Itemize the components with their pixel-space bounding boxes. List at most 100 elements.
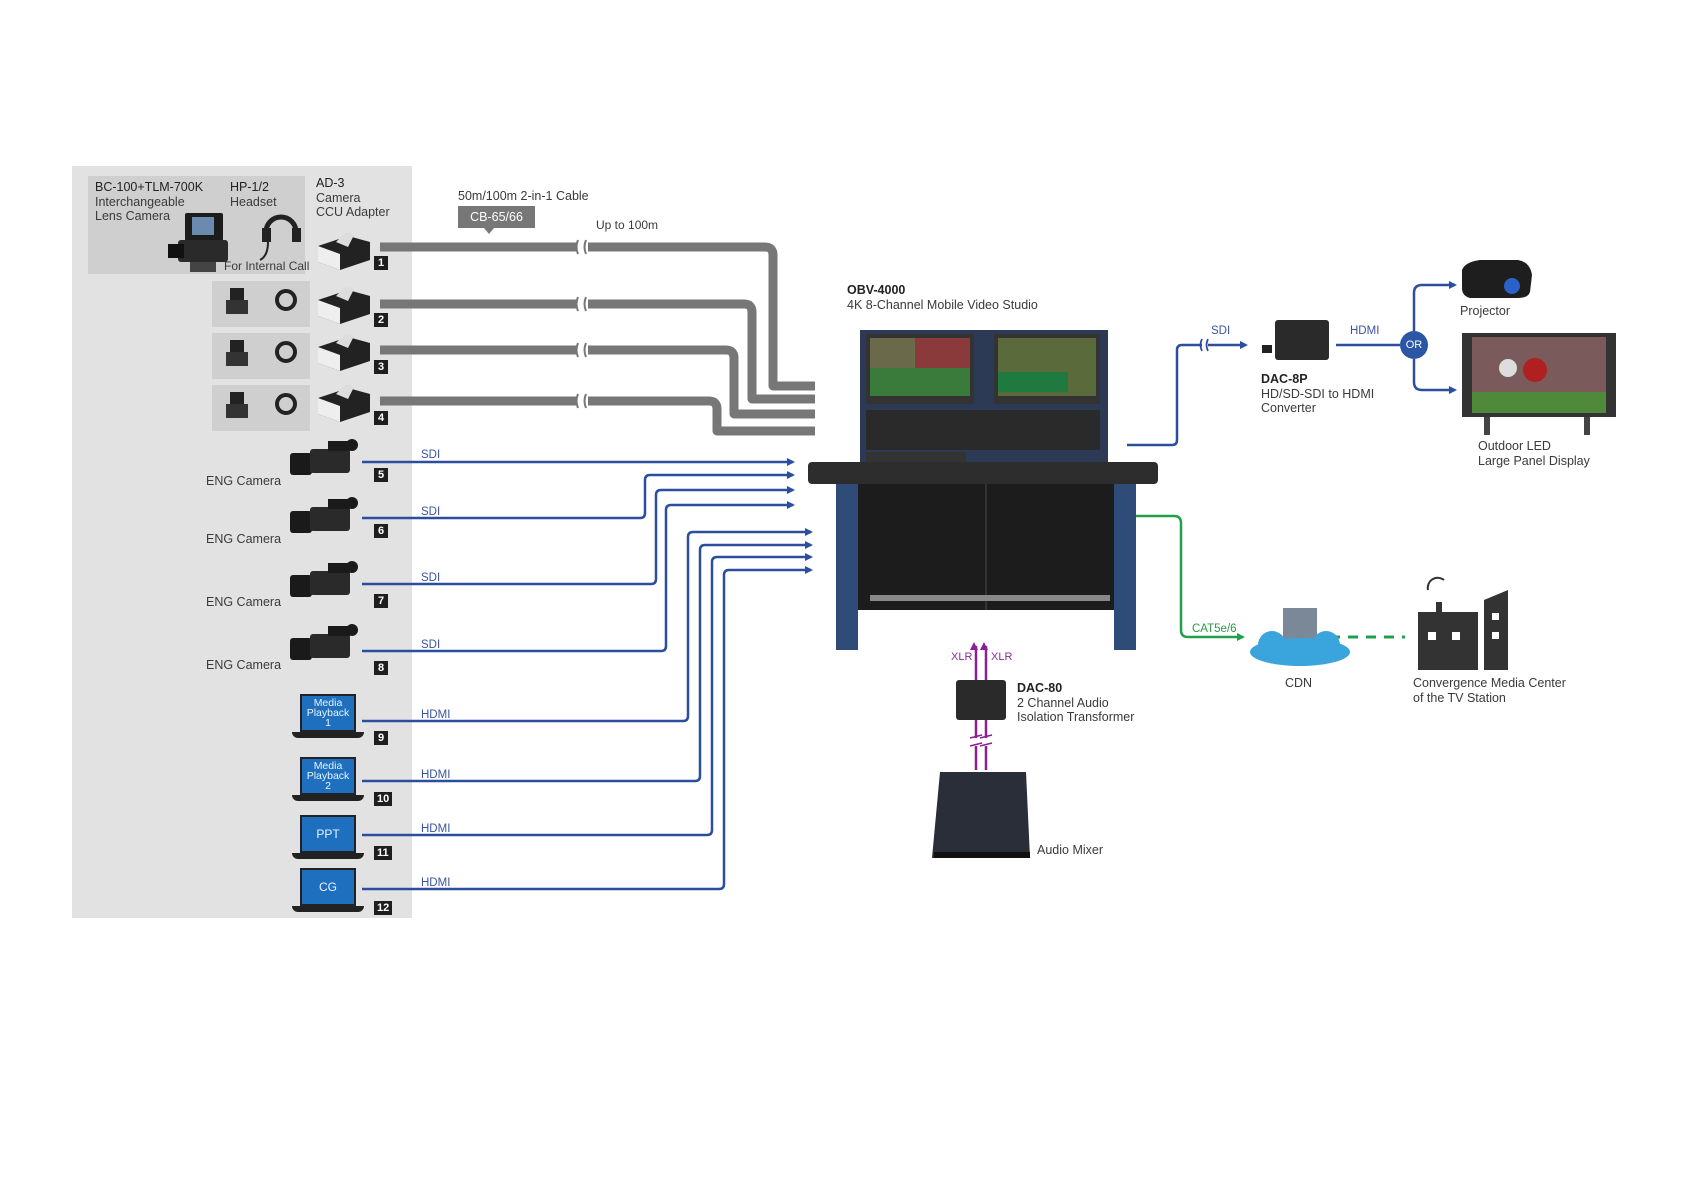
laptop-screen-text: PPT (316, 827, 340, 841)
headset-label: HP-1/2 Headset (230, 180, 277, 209)
sdi-line-cam6 (362, 471, 795, 520)
sdi-line-cam8 (362, 501, 795, 653)
ccu-cable-1 (380, 242, 815, 391)
output-sdi-label: SDI (1211, 325, 1231, 337)
sdi-line-cam7 (362, 486, 795, 586)
headset-main-icon (259, 214, 301, 261)
xlr-label-left: XLR (951, 651, 973, 663)
dac-80-desc-1: 2 Channel Audio (1017, 695, 1109, 710)
cable-break-3 (576, 341, 588, 359)
dac-8p-desc-1: HD/SD-SDI to HDMI (1261, 386, 1375, 401)
input-number-badge: 9 (374, 731, 388, 745)
hdmi-line-10 (362, 541, 813, 783)
input-number-badge: 3 (374, 360, 388, 374)
signal-label-sdi: SDI (421, 639, 441, 651)
bc-camera-label: BC-100+TLM-700K Interchangeable Lens Cam… (95, 180, 203, 224)
input-number-badge: 11 (374, 846, 392, 860)
signal-label-hdmi: HDMI (421, 823, 451, 835)
internal-call-note: For Internal Call (224, 259, 310, 273)
signal-label-sdi: SDI (421, 572, 441, 584)
media-center-desc-1: Convergence Media Center (1413, 676, 1566, 690)
laptop-screen-text: 2 (325, 780, 331, 792)
bc-camera-model: BC-100+TLM-700K (95, 180, 204, 194)
laptop-base (292, 732, 364, 738)
hdmi-line-9 (362, 528, 813, 723)
ccu-adapter-model: AD-3 (316, 176, 345, 190)
laptop-ppt: PPT (300, 815, 356, 853)
laptop-screen-text: Playback (306, 707, 350, 719)
dac-8p-model: DAC-8P (1261, 372, 1308, 386)
dac-80-desc-2: Isolation Transformer (1017, 710, 1135, 724)
studio-model: OBV-4000 (847, 283, 906, 297)
laptop-media-playback-1: Media Playback 1 (300, 694, 356, 732)
cdn-label: CDN (1285, 676, 1313, 690)
cable-title: 50m/100m 2-in-1 Cable (458, 189, 589, 203)
small-camera-headset-icons (226, 288, 297, 418)
cable-distance-label: Up to 100m (596, 218, 659, 232)
eng-camera-icons (290, 439, 358, 660)
ccu-cable-2 (380, 299, 815, 404)
ccu-cable-4 (380, 396, 815, 436)
laptop-cg: CG (300, 868, 356, 906)
signal-label-hdmi: HDMI (421, 769, 451, 781)
dac-8p-icon (1262, 320, 1329, 360)
eng-camera-label: ENG Camera (206, 658, 282, 672)
audio-mixer-label: Audio Mixer (1037, 843, 1103, 857)
laptop-screen-text: Media (313, 697, 343, 709)
cat5-label: CAT5e/6 (1192, 623, 1237, 635)
ccu-adapter-icons (318, 232, 370, 422)
eng-camera-label: ENG Camera (206, 474, 282, 488)
signal-label-hdmi: HDMI (421, 709, 451, 721)
projector-icon (1462, 260, 1532, 298)
dac-80-label: DAC-80 2 Channel Audio Isolation Transfo… (1017, 681, 1134, 725)
studio-label: OBV-4000 4K 8-Channel Mobile Video Studi… (847, 283, 1038, 312)
bc-camera-main-icon (168, 213, 228, 272)
cable-break-4 (576, 392, 588, 410)
input-number-badge: 12 (374, 901, 393, 915)
led-display-desc-2: Large Panel Display (1478, 453, 1590, 468)
cdn-cloud-icon (1250, 608, 1350, 666)
laptop-screen-text: Playback (306, 770, 350, 782)
input-number-badge: 5 (374, 468, 388, 482)
media-center-label: Convergence Media Center of the TV Stati… (1413, 676, 1566, 705)
eng-camera-label: ENG Camera (206, 595, 282, 609)
ccu-cable-3 (380, 345, 815, 419)
input-number-badge: 8 (374, 661, 388, 675)
studio-description: 4K 8-Channel Mobile Video Studio (847, 297, 1038, 312)
input-number-badge: 1 (374, 256, 388, 270)
or-badge: OR (1400, 331, 1428, 359)
dac-80-model: DAC-80 (1017, 681, 1063, 695)
bc-camera-desc-2: Lens Camera (95, 209, 171, 223)
sdi-output-line (1127, 341, 1248, 447)
laptop-base (292, 853, 364, 859)
dac-8p-desc-2: Converter (1261, 401, 1316, 415)
signal-label-sdi: SDI (421, 506, 441, 518)
output-hdmi-label: HDMI (1350, 325, 1380, 337)
laptop-base (292, 906, 364, 912)
eng-camera-label: ENG Camera (206, 532, 282, 546)
laptop-base (292, 795, 364, 801)
headset-desc: Headset (230, 194, 277, 209)
signal-label-sdi: SDI (421, 449, 441, 461)
hdmi-line-12 (362, 566, 813, 891)
ccu-adapter-desc-2: CCU Adapter (316, 205, 390, 219)
obv-4000-studio-image (808, 330, 1158, 650)
cable-break-1 (576, 238, 588, 256)
or-branch-projector (1412, 281, 1457, 331)
laptop-screen-text: Media (313, 760, 343, 772)
dac-80-icon (956, 680, 1006, 720)
input-number-badge: 4 (374, 411, 388, 425)
hdmi-line-11 (362, 553, 813, 837)
cable-model-tag: CB-65/66 (458, 206, 535, 234)
led-display-icon (1462, 333, 1616, 435)
media-center-building-icon (1418, 576, 1508, 670)
bc-camera-desc-1: Interchangeable (95, 194, 185, 209)
cat5-line (1127, 514, 1245, 641)
input-number-badge: 2 (374, 313, 388, 327)
signal-label-hdmi: HDMI (421, 877, 451, 889)
audio-mixer-icon (932, 772, 1030, 858)
input-number-badge: 6 (374, 524, 388, 538)
headset-model: HP-1/2 (230, 180, 269, 194)
or-branch-led (1412, 359, 1457, 394)
